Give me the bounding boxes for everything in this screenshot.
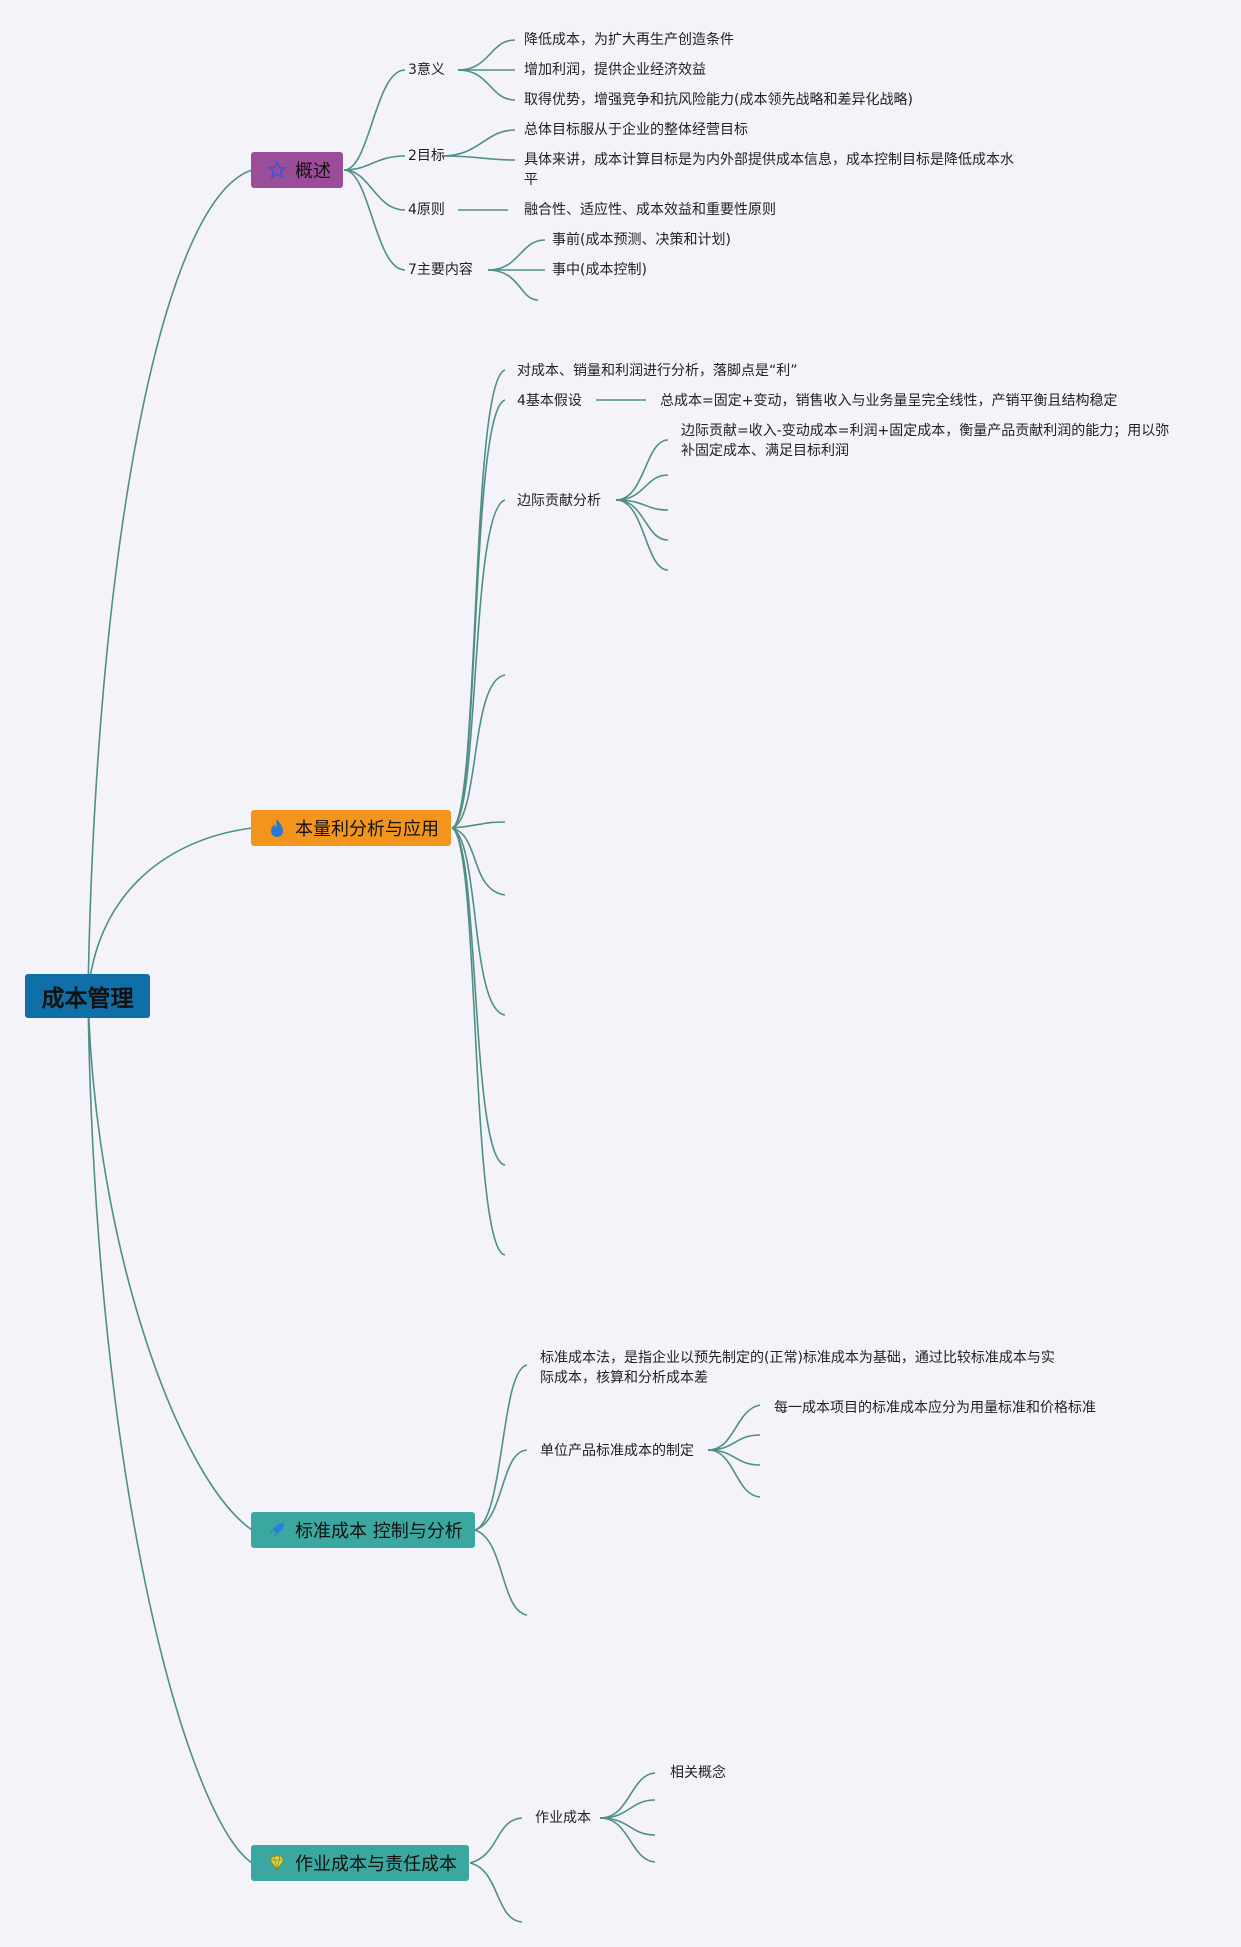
leaf-text: 事前(成本预测、决策和计划) [552, 232, 731, 248]
branch-margin[interactable]: 边际贡献分析 [517, 493, 601, 509]
diamond-icon [267, 1853, 287, 1873]
leaf-text: 增加利润，提供企业经济效益 [524, 62, 706, 78]
leaf-text: 总成本=固定+变动，销售收入与业务量呈完全线性，产销平衡且结构稳定 [660, 393, 1118, 409]
category-label: 标准成本 控制与分析 [295, 1521, 463, 1542]
leaf-text: 边际贡献=收入-变动成本=利润+固定成本，衡量产品贡献利润的能力；用以弥补固定成… [681, 423, 1170, 459]
leaf-text: 取得优势，增强竞争和抗风险能力(成本领先战略和差异化战略) [524, 92, 913, 108]
branch-principle[interactable]: 4原则 [408, 202, 445, 218]
branch-meaning[interactable]: 3意义 [408, 62, 445, 78]
category-overview[interactable]: 概述 [251, 152, 343, 188]
category-label: 作业成本与责任成本 [295, 1854, 457, 1875]
category-standard[interactable]: 标准成本 控制与分析 [251, 1512, 475, 1548]
branch-goal[interactable]: 2目标 [408, 148, 445, 164]
branch-assumption[interactable]: 4基本假设 [517, 393, 582, 409]
branch-unit-standard[interactable]: 单位产品标准成本的制定 [540, 1443, 694, 1459]
leaf-text: 总体目标服从于企业的整体经营目标 [524, 122, 748, 138]
leaf-text: 相关概念 [670, 1765, 726, 1781]
edge-root-standard [87, 995, 253, 1531]
branch-abc[interactable]: 作业成本 [535, 1810, 591, 1826]
edge-root-overview [87, 169, 253, 997]
flame-icon [267, 818, 287, 838]
category-activity[interactable]: 作业成本与责任成本 [251, 1845, 469, 1881]
category-label: 本量利分析与应用 [295, 819, 439, 840]
rocket-icon [267, 1520, 287, 1540]
edge-root-cvp [87, 827, 253, 997]
leaf-text: 标准成本法，是指企业以预先制定的(正常)标准成本为基础，通过比较标准成本与实际成… [540, 1350, 1055, 1386]
leaf-text: 具体来讲，成本计算目标是为内外部提供成本信息，成本控制目标是降低成本水平 [524, 152, 1014, 188]
category-cvp[interactable]: 本量利分析与应用 [251, 810, 451, 846]
edge-root-activity [87, 995, 253, 1864]
leaf-text: 对成本、销量和利润进行分析，落脚点是“利” [517, 363, 798, 379]
star-icon [267, 160, 287, 180]
leaf-text: 融合性、适应性、成本效益和重要性原则 [524, 202, 776, 218]
leaf-text: 事中(成本控制) [552, 262, 647, 278]
leaf-text: 降低成本，为扩大再生产创造条件 [524, 32, 734, 48]
branch-content[interactable]: 7主要内容 [408, 262, 473, 278]
category-label: 概述 [295, 161, 331, 182]
leaf-text: 每一成本项目的标准成本应分为用量标准和价格标准 [774, 1400, 1096, 1416]
root-node[interactable]: 成本管理 [25, 974, 150, 1018]
